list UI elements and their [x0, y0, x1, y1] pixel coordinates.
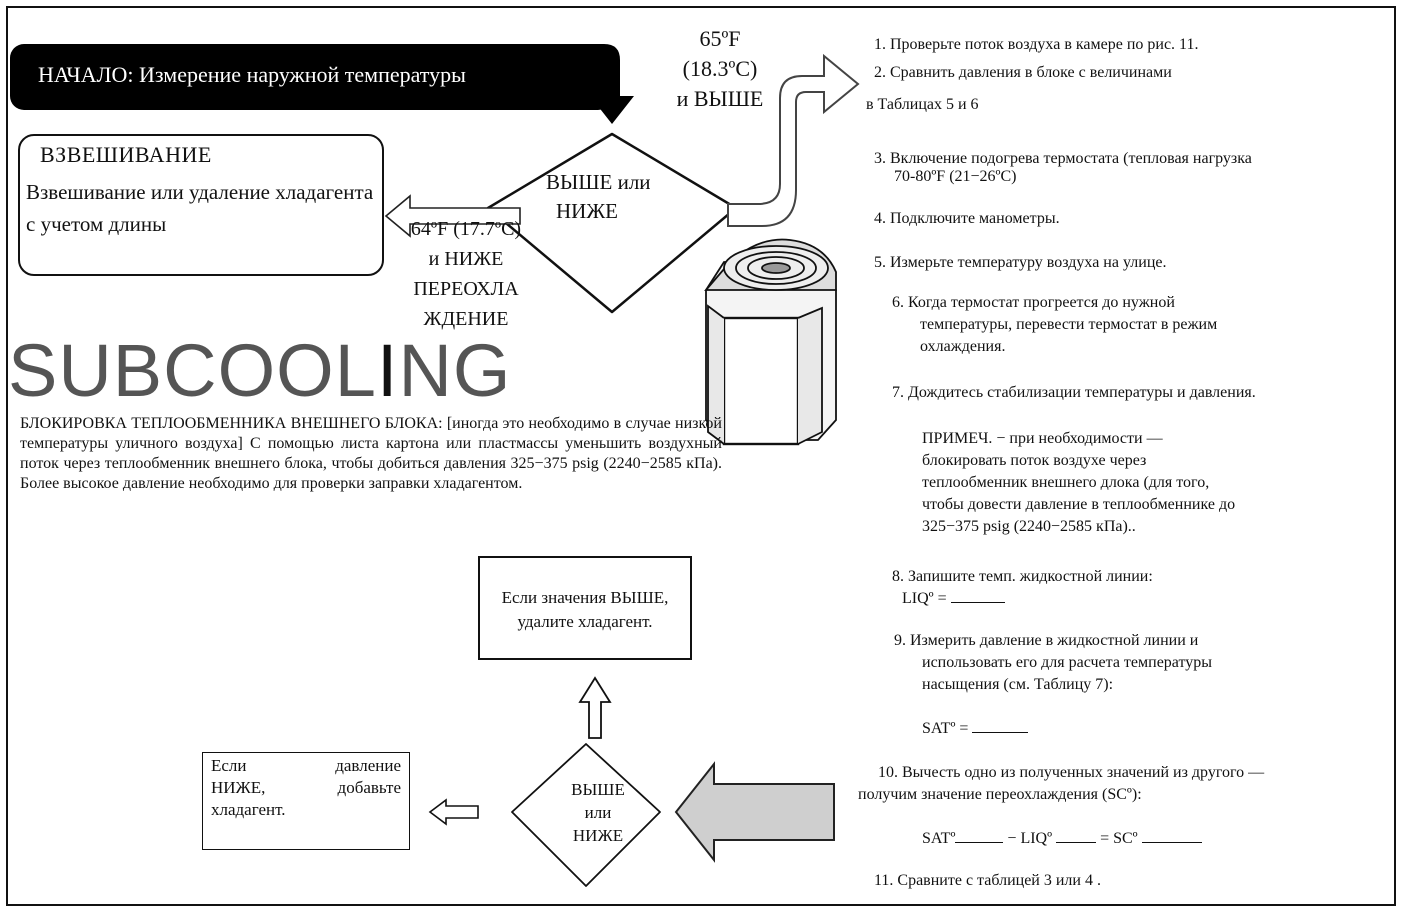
liq-label: LIQº = [902, 590, 947, 607]
step-1: 1. Проверьте поток воздуха в камере по р… [874, 36, 1199, 53]
step-9: 9. Измерить давление в жидкостной линии … [894, 632, 1199, 649]
step-2: 2. Сравнить давления в блоке с величинам… [874, 64, 1172, 81]
subcooling-prefix: SUBCOOL [8, 329, 377, 412]
formula-sc-blank[interactable] [1141, 828, 1202, 843]
start-label: НАЧАЛО: Измерение наружной температуры [38, 62, 466, 87]
note-line-1: ПРИМЕЧ. − при необходимости — [922, 430, 1163, 447]
step-8-field: LIQº = [902, 588, 1403, 609]
subcooling-heading: SUBCOOLING [8, 328, 511, 413]
step-6: 6. Когда термостат прогреется до нужной [892, 294, 1175, 311]
step-10: 10. Вычесть одно из полученных значений … [878, 764, 1265, 781]
note-line-3: теплообменник внешнего длока (для того, [922, 474, 1210, 491]
up-arrow [578, 676, 612, 739]
formula-liq-blank[interactable] [1056, 828, 1097, 843]
step-6-cont-1: температуры, перевести термостат в режим [920, 316, 1218, 333]
if-low-box: Если давление НИЖЕ, добавьте хладагент. [202, 752, 410, 850]
temp-high-label: 65ºF (18.3ºC) и ВЫШЕ [660, 24, 780, 114]
subcooling-suffix: NG [398, 329, 512, 412]
step-8: 8. Запишите темп. жидкостной линии: [892, 568, 1153, 585]
if-low-w3: НИЖЕ, [211, 778, 266, 797]
sat-label: SATº = [922, 720, 969, 737]
coil-block-paragraph: БЛОКИРОВКА ТЕПЛООБМЕННИКА ВНЕШНЕГО БЛОКА… [20, 415, 722, 492]
decision-1-line2: НИЖЕ [556, 199, 618, 223]
decision-2-line3: НИЖЕ [572, 826, 624, 845]
step-11: 11. Сравните с таблицей 3 или 4 . [874, 872, 1101, 889]
curved-right-arrow [727, 53, 860, 227]
left-arrow-weigh [384, 194, 521, 238]
decision-2-line2: или [584, 803, 612, 822]
note-line-4: чтобы довести давление в теплообменнике … [922, 496, 1236, 513]
step-4: 4. Подключите манометры. [874, 210, 1060, 227]
formula-sat: SATº [922, 830, 956, 847]
start-bar: НАЧАЛО: Измерение наружной температуры [10, 44, 612, 110]
decision-2-line1: ВЫШЕ [571, 780, 625, 799]
condenser-unit-illustration [704, 238, 837, 446]
step-10-cont: получим значение переохлаждения (SCº): [858, 786, 1142, 803]
step-9-cont-2: насыщения (см. Таблицу 7): [922, 676, 1114, 693]
sat-blank[interactable] [972, 718, 1029, 733]
weigh-text: Взвешивание или удаление хладагента с уч… [26, 180, 374, 236]
temp-low-text: и НИЖЕ [428, 248, 504, 270]
temp-low-f: 64ºF (17.7ºC) [410, 218, 522, 240]
weigh-title: ВЗВЕШИВАНИЕ [40, 142, 212, 167]
decision-1-label: ВЫШЕ или НИЖЕ [546, 168, 706, 226]
note-line-2: блокировать поток воздухе через [922, 452, 1147, 469]
step-3-cont: 70-80ºF (21−26ºC) [894, 168, 1017, 185]
if-low-w1: Если [211, 756, 247, 775]
formula-sat-blank[interactable] [955, 828, 1004, 843]
step-3: 3. Включение подогрева термостата (тепло… [874, 150, 1252, 167]
start-down-arrow [560, 44, 634, 124]
if-high-text: Если значения ВЫШЕ, удалите хладагент. [501, 588, 669, 631]
step-6-cont-2: охлаждения. [920, 338, 1006, 355]
sat-field: SATº = [922, 718, 1403, 739]
decision-diamond-1 [486, 132, 738, 314]
note-line-5: 325−375 psig (2240−2585 кПа).. [922, 518, 1136, 535]
step-9-cont-1: использовать его для расчета температуры [922, 654, 1213, 671]
formula-minus-liq: − LIQº [1007, 830, 1053, 847]
if-low-w2: давление [335, 756, 401, 775]
temp-low-method-2: ЖДЕНИЕ [423, 308, 509, 330]
if-low-w4: добавьте [337, 778, 401, 797]
step-2-cont: в Таблицах 5 и 6 [866, 96, 979, 113]
step-5: 5. Измерьте температуру воздуха на улице… [874, 254, 1167, 271]
step-7: 7. Дождитесь стабилизации температуры и … [892, 384, 1256, 401]
subcooling-highlight: I [376, 329, 399, 412]
temp-high-text: и ВЫШЕ [676, 86, 764, 111]
liq-blank[interactable] [950, 588, 1005, 603]
decision-2-label: ВЫШЕ или НИЖЕ [548, 778, 648, 847]
decision-diamond-2 [511, 743, 661, 887]
weigh-box: ВЗВЕШИВАНИЕ Взвешивание или удаление хла… [18, 134, 384, 276]
subcooling-formula: SATº − LIQº = SCº [922, 828, 1403, 849]
temp-high-c: (18.3ºC) [682, 56, 758, 81]
temp-low-label: 64ºF (17.7ºC) и НИЖЕ ПЕРЕОХЛА ЖДЕНИЕ [386, 214, 546, 334]
formula-eq-sc: = SCº [1100, 830, 1138, 847]
if-high-box: Если значения ВЫШЕ, удалите хладагент. [478, 556, 692, 660]
big-grey-arrow [674, 761, 835, 863]
if-low-w5: хладагент. [211, 800, 286, 819]
temp-high-f: 65ºF [699, 26, 741, 51]
temp-low-method-1: ПЕРЕОХЛА [413, 278, 519, 300]
small-left-arrow [428, 798, 479, 826]
decision-1-line1: ВЫШЕ или [546, 170, 651, 194]
